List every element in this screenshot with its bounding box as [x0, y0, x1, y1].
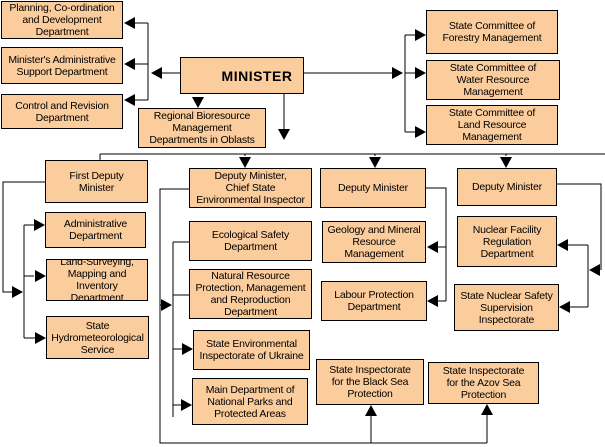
connector-line [2, 181, 45, 293]
planning-department-box: Planning, Co-ordination and Development … [1, 1, 123, 39]
connector-line [557, 183, 602, 270]
black-sea-inspectorate-box: State Inspectorate for the Black Sea Pro… [316, 359, 424, 405]
arrowhead-icon [181, 399, 192, 411]
arrowhead-icon [182, 343, 193, 355]
connector-line [426, 187, 447, 301]
natural-resource-department-box: Natural Resource Protection, Management … [189, 269, 312, 319]
arrowhead-icon [557, 239, 568, 251]
arrowhead-icon [369, 157, 381, 168]
admin-support-department-box: Minister's Administrative Support Depart… [1, 47, 123, 84]
arrowhead-icon [365, 405, 377, 416]
arrowhead-icon [589, 264, 600, 276]
arrowhead-icon [124, 17, 135, 29]
arrowhead-icon [151, 67, 162, 79]
forestry-committee-box: State Committee of Forestry Management [426, 10, 558, 54]
arrowhead-icon [415, 29, 426, 41]
geology-mineral-box: Geology and Mineral Resource Management [322, 221, 426, 263]
arrowhead-icon [124, 94, 135, 106]
arrowhead-icon [278, 129, 290, 140]
arrowhead-icon [192, 97, 204, 108]
water-committee-box: State Committee of Water Resource Manage… [426, 60, 560, 100]
labour-protection-box: Labour Protection Department [321, 281, 427, 321]
nuclear-safety-inspectorate-box: State Nuclear Safety Supervision Inspect… [454, 284, 559, 331]
first-deputy-minister-box: First Deputy Minister [45, 160, 148, 203]
regional-bioresource-box: Regional Bioresource Management Departme… [138, 108, 266, 148]
deputy-minister-chief-inspector-box: Deputy Minister, Chief State Environment… [189, 168, 312, 208]
connector-line [159, 188, 487, 444]
deputy-minister-2-box: Deputy Minister [320, 168, 426, 208]
arrowhead-icon [481, 404, 493, 415]
national-parks-department-box: Main Department of National Parks and Pr… [192, 378, 308, 425]
arrowhead-icon [12, 286, 23, 298]
arrowhead-icon [124, 58, 135, 70]
nuclear-facility-department-box: Nuclear Facility Regulation Department [457, 216, 557, 267]
arrowhead-icon [35, 270, 46, 282]
azov-sea-inspectorate-box: State Inspectorate for the Azov Sea Prot… [428, 362, 539, 404]
arrowhead-icon [415, 67, 426, 79]
arrowhead-icon [35, 332, 46, 344]
land-committee-box: State Committee of Land Resource Managem… [426, 105, 558, 145]
arrowhead-icon [34, 219, 45, 231]
arrowhead-icon [392, 67, 403, 79]
environmental-inspectorate-box: State Environmental Inspectorate of Ukra… [193, 330, 310, 370]
deputy-minister-3-box: Deputy Minister [457, 168, 557, 206]
control-revision-department-box: Control and Revision Department [1, 94, 123, 129]
land-surveying-department-box: Land-Surveying, Mapping and Inventory De… [46, 259, 148, 301]
hydrometeorological-service-box: State Hydrometeorological Service [46, 316, 149, 359]
arrowhead-icon [415, 126, 426, 138]
ecological-safety-department-box: Ecological Safety Department [189, 221, 312, 261]
arrowhead-icon [427, 241, 438, 253]
administrative-department-box: Administrative Department [45, 212, 146, 248]
arrowhead-icon [239, 157, 251, 168]
arrowhead-icon [559, 301, 570, 313]
arrowhead-icon [500, 157, 512, 168]
arrowhead-icon [161, 299, 172, 311]
arrowhead-icon [427, 295, 438, 307]
minister-box: MINISTER [180, 57, 304, 94]
